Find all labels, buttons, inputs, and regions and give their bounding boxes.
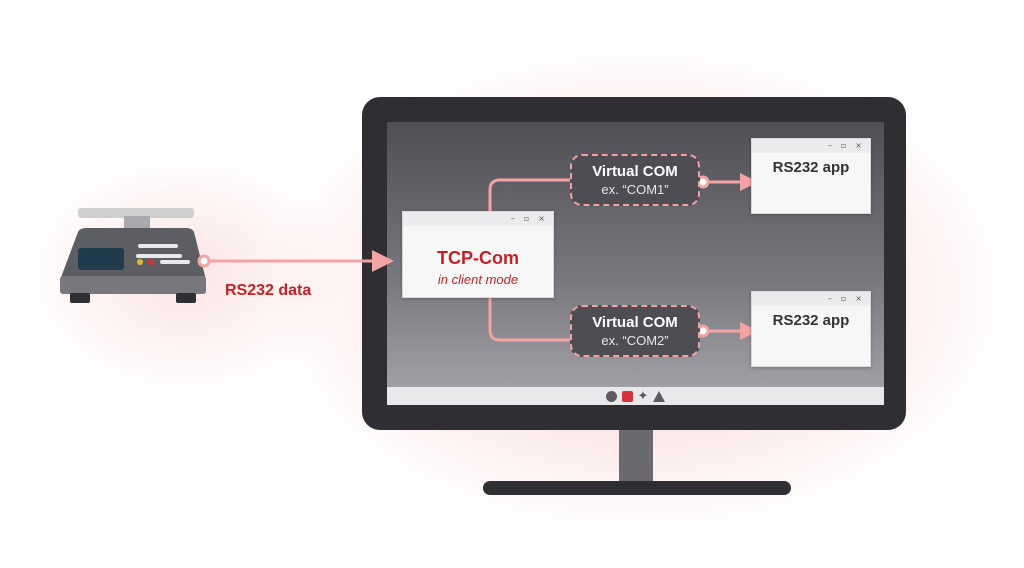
scale-device-icon bbox=[60, 208, 206, 303]
window-titlebar: – ▫ × bbox=[403, 212, 553, 226]
rs232-app-label: RS232 app bbox=[772, 159, 850, 176]
monitor-stand-base bbox=[483, 481, 791, 495]
minimize-icon[interactable]: – bbox=[510, 214, 515, 223]
triangle-icon[interactable] bbox=[653, 390, 666, 402]
maximize-icon[interactable]: ▫ bbox=[840, 294, 847, 303]
maximize-icon[interactable]: ▫ bbox=[523, 214, 530, 223]
minimize-icon[interactable]: – bbox=[827, 141, 832, 150]
circle-icon[interactable] bbox=[605, 390, 617, 402]
close-icon[interactable]: × bbox=[855, 141, 862, 150]
close-icon[interactable]: × bbox=[538, 214, 545, 223]
maximize-icon[interactable]: ▫ bbox=[840, 141, 847, 150]
tcp-com-mode: in client mode bbox=[437, 272, 519, 287]
window-titlebar: – ▫ × bbox=[752, 292, 870, 306]
virtual-com-port-1: Virtual COM ex. “COM1” bbox=[570, 154, 700, 206]
taskbar: ✦ bbox=[387, 387, 884, 405]
rs232-app-label: RS232 app bbox=[772, 312, 850, 329]
virtual-com-port-2: Virtual COM ex. “COM2” bbox=[570, 305, 700, 357]
rs232-data-label: RS232 data bbox=[225, 282, 312, 299]
close-icon[interactable]: × bbox=[855, 294, 862, 303]
rs232-app-window-1[interactable]: – ▫ × RS232 app bbox=[751, 138, 871, 214]
tcp-com-window[interactable]: – ▫ × TCP-Com in client mode bbox=[402, 211, 554, 298]
rs232-app-window-2[interactable]: – ▫ × RS232 app bbox=[751, 291, 871, 367]
monitor-stand-neck bbox=[619, 430, 653, 485]
virtual-com-title: Virtual COM bbox=[592, 314, 678, 331]
window-titlebar: – ▫ × bbox=[752, 139, 870, 153]
minimize-icon[interactable]: – bbox=[827, 294, 832, 303]
virtual-com-example: ex. “COM2” bbox=[601, 333, 669, 348]
sparkle-icon[interactable]: ✦ bbox=[637, 388, 649, 404]
tcp-com-title: TCP-Com bbox=[437, 248, 519, 268]
virtual-com-title: Virtual COM bbox=[592, 163, 678, 180]
virtual-com-example: ex. “COM1” bbox=[601, 182, 669, 197]
square-icon[interactable] bbox=[621, 390, 633, 402]
